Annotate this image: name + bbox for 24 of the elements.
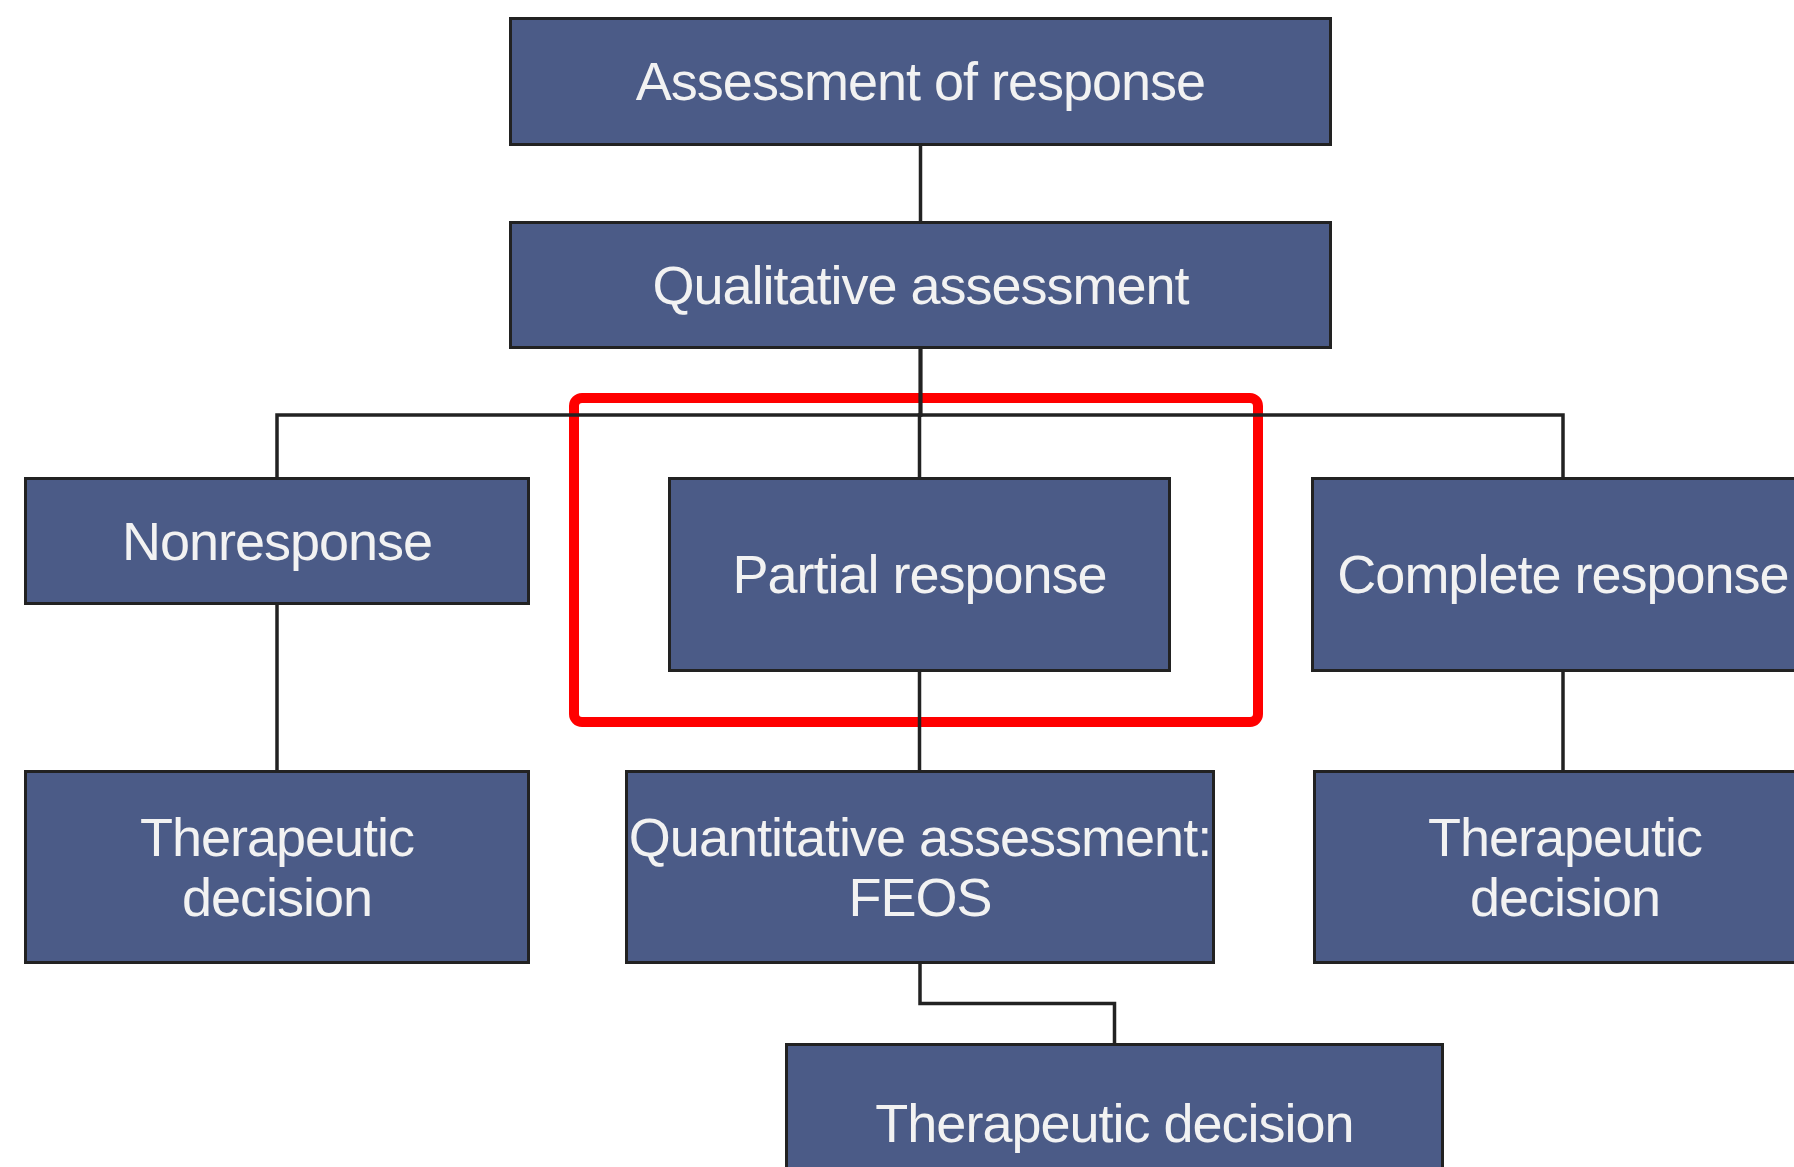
box-label: Quantitative assessment: FEOS (628, 806, 1212, 928)
box-label: Nonresponse (121, 510, 433, 572)
connector-line (918, 146, 923, 221)
process-box (1311, 477, 1794, 672)
box-label: Therapeutic decision (875, 1092, 1354, 1154)
process-box (24, 770, 530, 964)
connector-line (917, 672, 922, 770)
process-box (1313, 770, 1794, 964)
connector-line (918, 964, 1117, 1043)
connector-line (275, 605, 279, 770)
box-label: Complete response (1337, 544, 1789, 605)
process-box (785, 1043, 1444, 1167)
process-box (509, 221, 1332, 349)
connector-line (1561, 672, 1565, 770)
connector-line (275, 349, 923, 477)
box-label: Qualitative assessment (652, 254, 1189, 316)
process-box (625, 770, 1215, 964)
process-box (24, 477, 530, 605)
box-label: Partial response (732, 544, 1107, 605)
box-label: Therapeutic decision (1426, 806, 1704, 928)
process-box (509, 17, 1332, 146)
process-box (668, 477, 1171, 672)
box-label: Therapeutic decision (138, 806, 416, 928)
box-label: Assessment of response (635, 51, 1206, 112)
